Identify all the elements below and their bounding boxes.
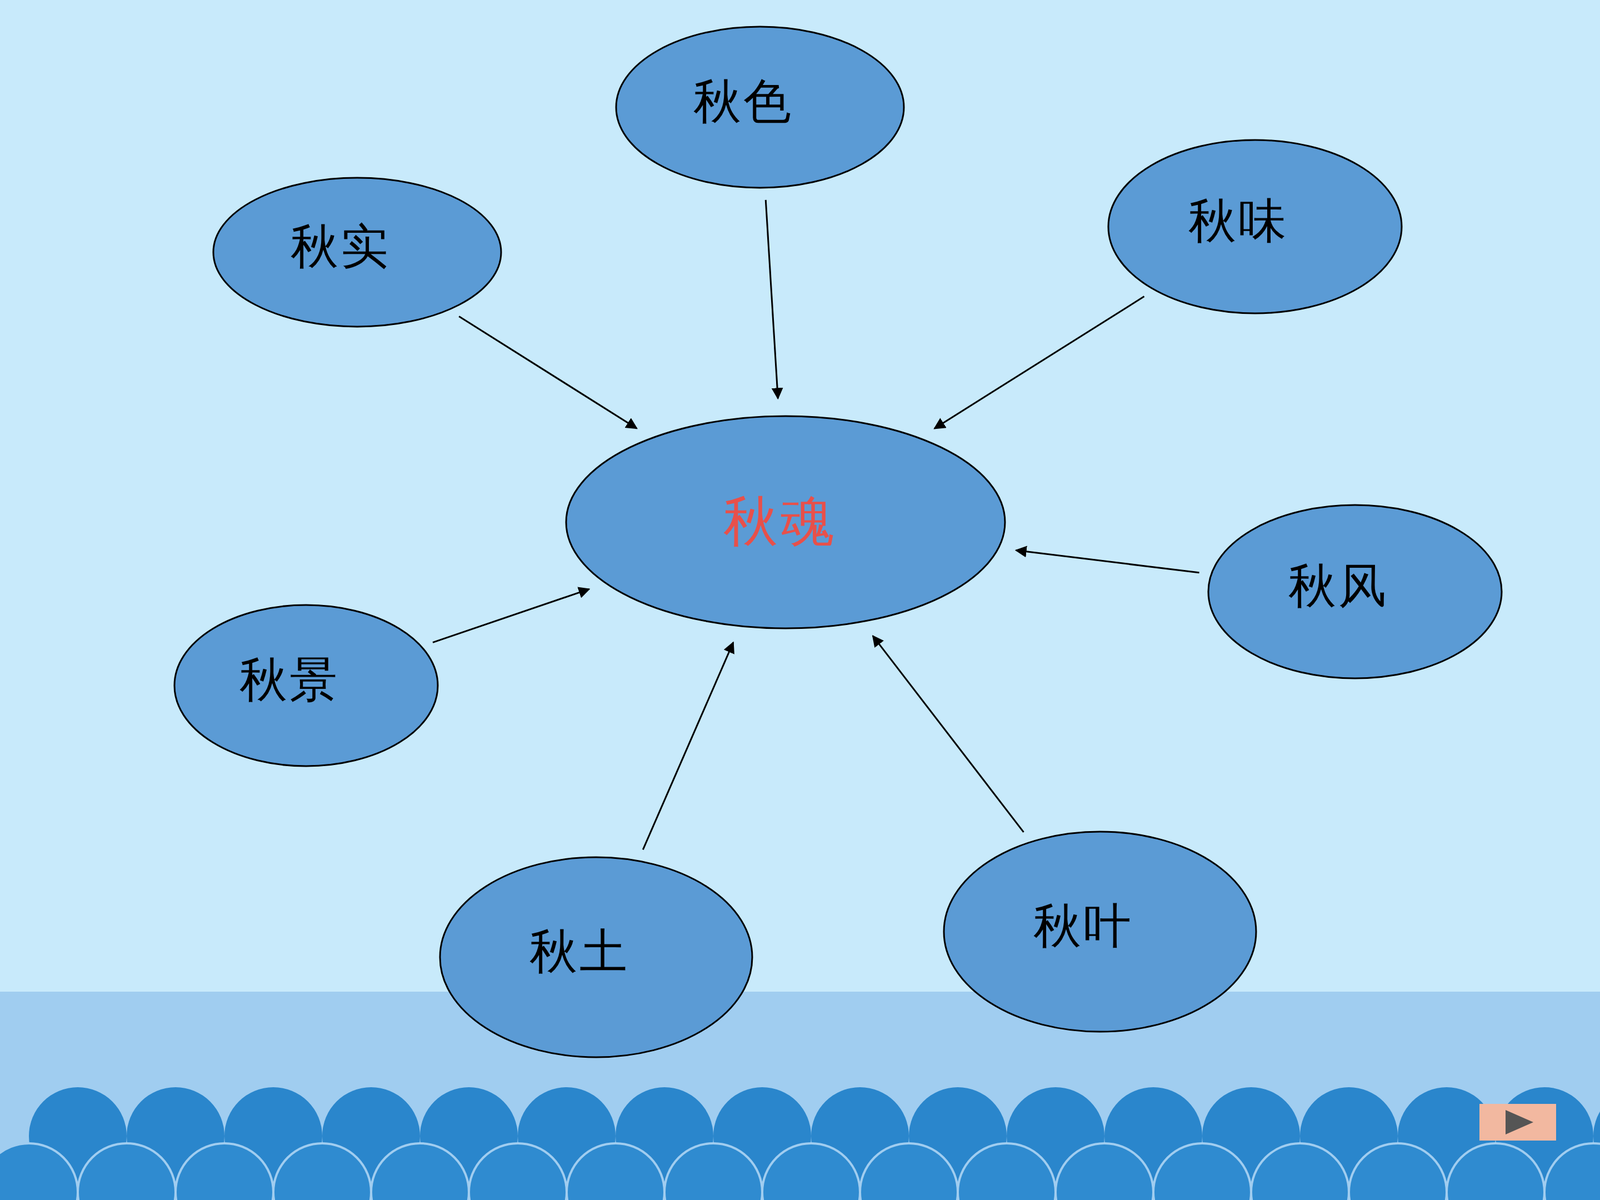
topic-ellipse: 秋风 [1207, 503, 1503, 680]
wave [762, 1143, 860, 1200]
node-label: 秋风 [1288, 553, 1389, 619]
wave [273, 1143, 372, 1200]
node-label: 秋味 [1188, 188, 1289, 254]
wave [1446, 1143, 1545, 1200]
wave [957, 1143, 1056, 1200]
wave [1153, 1143, 1252, 1200]
label-wrap: 秋实 [212, 176, 503, 328]
ellipse-shape [213, 177, 502, 327]
wave [664, 1143, 763, 1200]
wave [1251, 1143, 1349, 1200]
node-label: 秋色 [693, 69, 794, 135]
ellipse-shape [440, 857, 753, 1058]
ellipse-shape [1208, 505, 1502, 679]
ellipse-shape [1108, 140, 1402, 314]
label-wrap: 秋风 [1207, 503, 1503, 680]
arrow-connector [872, 636, 1024, 833]
arrow-connector [1016, 550, 1200, 573]
topic-ellipse: 秋味 [1107, 138, 1403, 315]
arrow-connector [642, 642, 733, 850]
node-label: 秋景 [239, 647, 340, 713]
arrow-connector [765, 200, 778, 399]
wave [468, 1143, 567, 1200]
node-label: 秋实 [290, 214, 391, 280]
topic-ellipse: 秋实 [212, 176, 503, 328]
wave [1544, 1143, 1600, 1200]
wave [371, 1143, 469, 1200]
arrow-connector [458, 316, 637, 429]
label-wrap: 秋魂 [565, 415, 1007, 630]
arrow-connector [934, 296, 1145, 429]
label-wrap: 秋味 [1107, 138, 1403, 315]
topic-ellipse: 秋土 [438, 856, 754, 1059]
ellipse-shape [566, 416, 1005, 629]
ellipse-shape [943, 831, 1257, 1032]
wave [175, 1143, 274, 1200]
topic-ellipse: 秋景 [173, 603, 439, 768]
node-label: 秋叶 [1033, 893, 1134, 959]
label-wrap: 秋土 [438, 856, 754, 1059]
ellipse-shape [616, 26, 904, 188]
play-triangle [1505, 1110, 1534, 1135]
arrow-connector [432, 588, 589, 643]
play-button [1479, 1103, 1557, 1141]
play-button-bg [1479, 1103, 1557, 1141]
central-ellipse: 秋魂 [565, 415, 1007, 630]
topic-ellipse: 秋色 [615, 25, 905, 189]
wave [1348, 1143, 1447, 1200]
node-label: 秋魂 [723, 485, 837, 559]
ellipse-shape [174, 605, 438, 767]
wave [566, 1143, 665, 1200]
waves [0, 1087, 1600, 1200]
wave [0, 1143, 78, 1200]
node-label: 秋土 [529, 919, 630, 985]
topic-ellipse: 秋叶 [942, 830, 1258, 1033]
wave [1055, 1143, 1154, 1200]
wave [860, 1143, 958, 1200]
label-wrap: 秋景 [173, 603, 439, 768]
label-wrap: 秋色 [615, 25, 905, 189]
label-wrap: 秋叶 [942, 830, 1258, 1033]
wave [77, 1143, 176, 1200]
